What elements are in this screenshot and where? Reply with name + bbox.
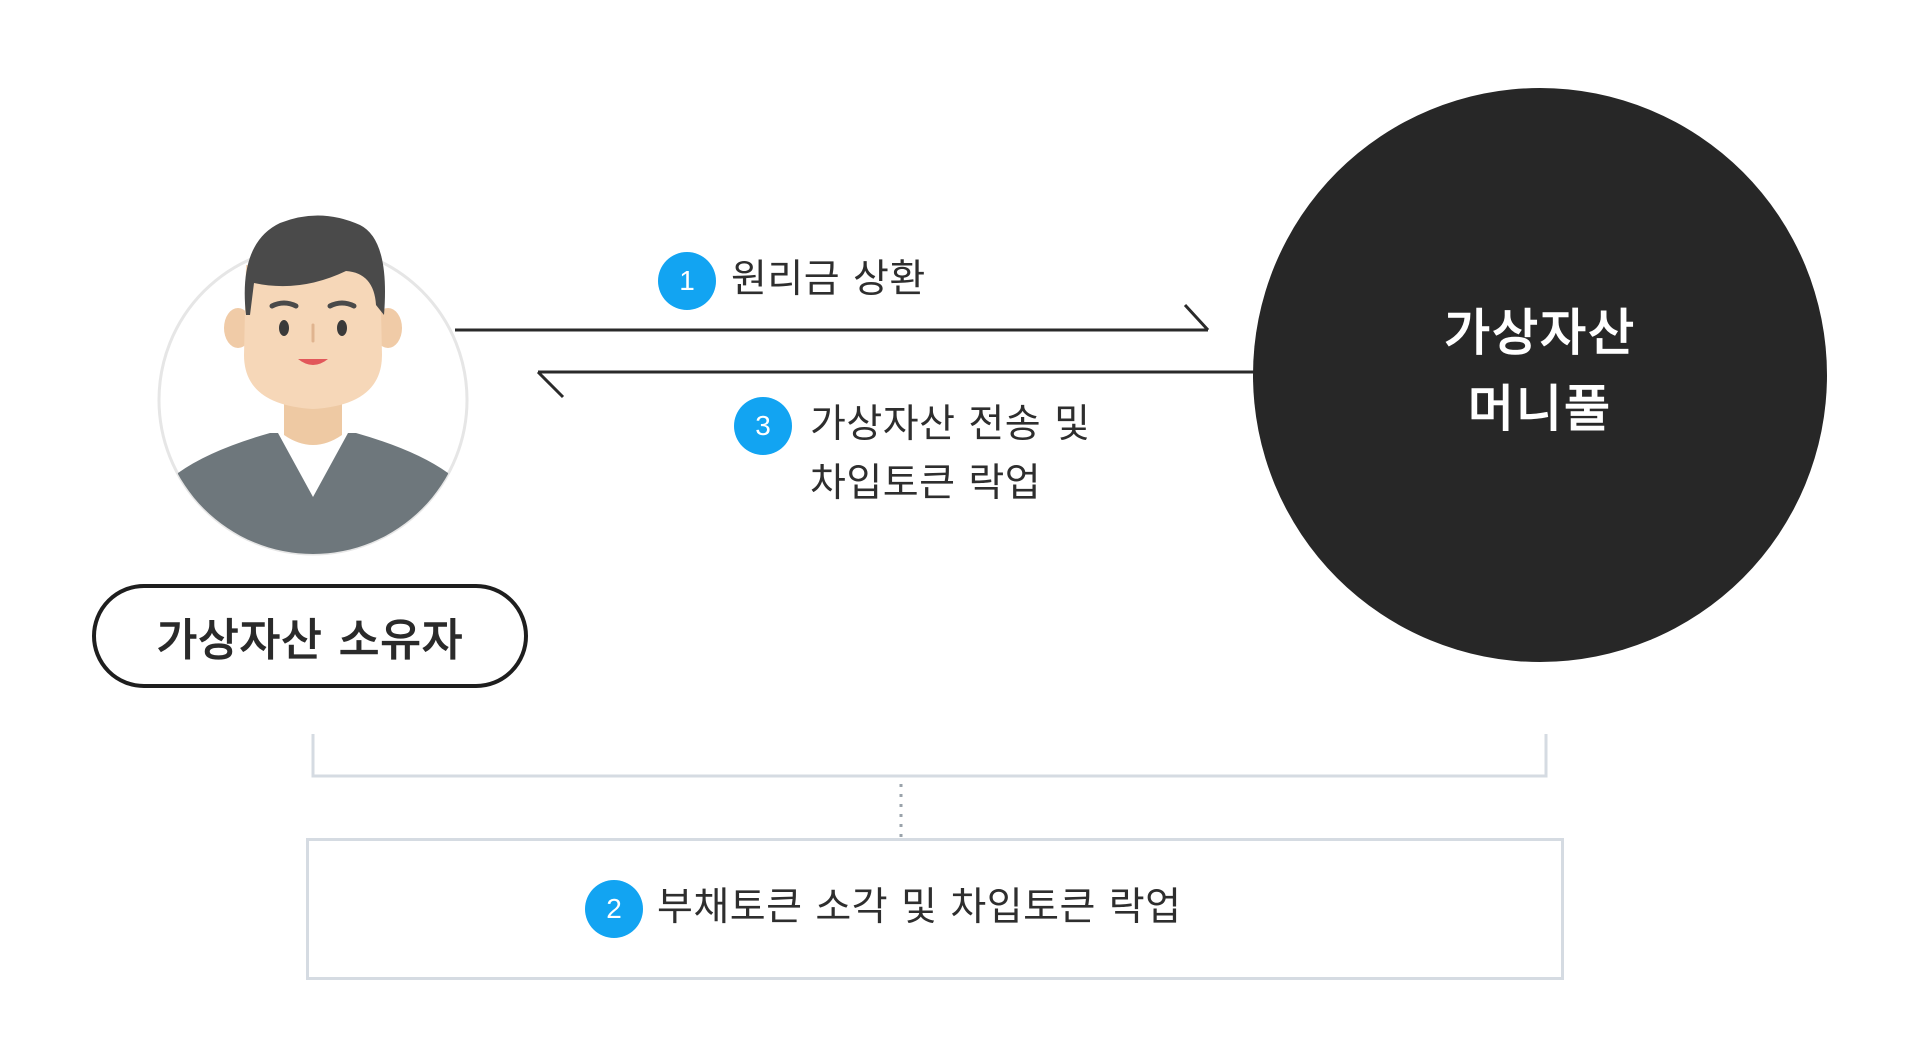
- money-pool-title-line2: 머니풀: [1253, 371, 1827, 447]
- step-3-badge: 3: [734, 397, 792, 455]
- step-2-label: 부채토큰 소각 및 차입토큰 락업: [657, 878, 1182, 938]
- transfer-arrow-head: [538, 372, 563, 397]
- money-pool-title: 가상자산 머니풀: [1253, 295, 1827, 447]
- step-3-label-line1: 가상자산 전송 및: [810, 395, 1090, 455]
- owner-label: 가상자산 소유자: [92, 584, 528, 688]
- money-pool-title-line1: 가상자산: [1253, 295, 1827, 371]
- repay-arrow-head: [1185, 305, 1208, 330]
- step-1-label: 원리금 상환: [731, 250, 926, 310]
- bracket-connector: [313, 734, 1546, 776]
- step-3-label-line2: 차입토큰 락업: [810, 454, 1041, 514]
- step-2-badge: 2: [585, 880, 643, 938]
- person-avatar-icon: [150, 205, 480, 565]
- step-1-badge: 1: [658, 252, 716, 310]
